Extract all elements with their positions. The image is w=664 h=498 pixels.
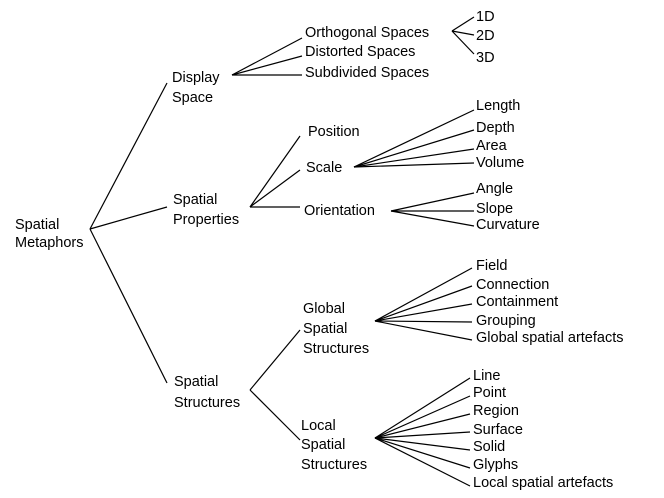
node-grouping: Grouping [476,313,536,329]
node-display-space-line1: Display [172,70,220,86]
connector-root-spatial-properties [89,206,168,230]
node-scale: Scale [306,160,342,176]
connector-display-distorted [231,55,303,76]
node-spatial-metaphors-line1: Spatial [15,217,59,233]
connector-orthogonal-3d [451,30,475,55]
connector-root-spatial-structures [89,228,168,384]
node-surface: Surface [473,422,523,438]
node-position: Position [308,124,360,140]
node-solid: Solid [473,439,505,455]
node-local-spatial-artefacts: Local spatial artefacts [473,475,613,491]
node-area: Area [476,138,508,154]
node-spatial-properties-line1: Spatial [173,192,217,208]
node-orthogonal-spaces: Orthogonal Spaces [305,25,429,41]
connector-orthogonal-2d [451,30,475,36]
connector-scale-depth [353,129,475,168]
node-volume: Volume [476,155,524,171]
connector-properties-scale [249,169,301,208]
node-spatial-metaphors-line2: Metaphors [15,235,84,251]
node-1d: 1D [476,9,495,25]
node-slope: Slope [476,201,513,217]
tree-labels: Spatial Metaphors Display Space Orthogon… [15,9,624,491]
node-subdivided-spaces: Subdivided Spaces [305,65,429,81]
node-curvature: Curvature [476,217,540,233]
connector-scale-volume [353,162,475,168]
connector-local-line [374,377,471,439]
node-length: Length [476,98,520,114]
node-containment: Containment [476,294,558,310]
connector-local-surface [374,431,471,439]
connector-root-display-space [89,82,168,230]
node-spatial-properties-line2: Properties [173,212,239,228]
connector-local-artefacts [374,437,471,487]
node-local-spatial-structures-line1: Local [301,418,336,434]
node-3d: 3D [476,50,495,66]
node-angle: Angle [476,181,513,197]
node-global-spatial-structures-line2: Spatial [303,321,347,337]
node-display-space-line2: Space [172,90,213,106]
node-region: Region [473,403,519,419]
connector-global-field [374,267,473,322]
node-2d: 2D [476,28,495,44]
node-field: Field [476,258,507,274]
node-global-spatial-artefacts: Global spatial artefacts [476,330,624,346]
connector-orthogonal-1d [451,16,475,32]
connector-scale-area [353,148,475,168]
connector-local-glyphs [374,437,471,469]
node-glyphs: Glyphs [473,457,518,473]
connector-global-connection [374,285,473,322]
node-depth: Depth [476,120,515,136]
node-connection: Connection [476,277,549,293]
node-orientation: Orientation [304,203,375,219]
connector-local-region [374,413,471,439]
node-local-spatial-structures-line3: Structures [301,457,367,473]
connector-global-containment [374,303,473,322]
connector-display-orthogonal [231,37,303,76]
node-local-spatial-structures-line2: Spatial [301,437,345,453]
connector-scale-length [353,109,475,168]
node-global-spatial-structures-line3: Structures [303,341,369,357]
node-line: Line [473,368,500,384]
connector-global-grouping [374,320,473,323]
connector-orientation-curvature [390,210,475,227]
connector-structures-local [249,389,301,441]
connector-orientation-angle [390,192,475,212]
node-global-spatial-structures-line1: Global [303,301,345,317]
node-spatial-structures-line1: Spatial [174,374,218,390]
node-distorted-spaces: Distorted Spaces [305,44,415,60]
connector-properties-position [249,135,301,208]
node-point: Point [473,385,506,401]
connector-structures-global [249,329,301,391]
connector-global-artefacts [374,320,473,341]
tree-connectors [89,16,475,487]
connector-local-point [374,395,471,439]
connector-local-solid [374,437,471,451]
node-spatial-structures-line2: Structures [174,395,240,411]
